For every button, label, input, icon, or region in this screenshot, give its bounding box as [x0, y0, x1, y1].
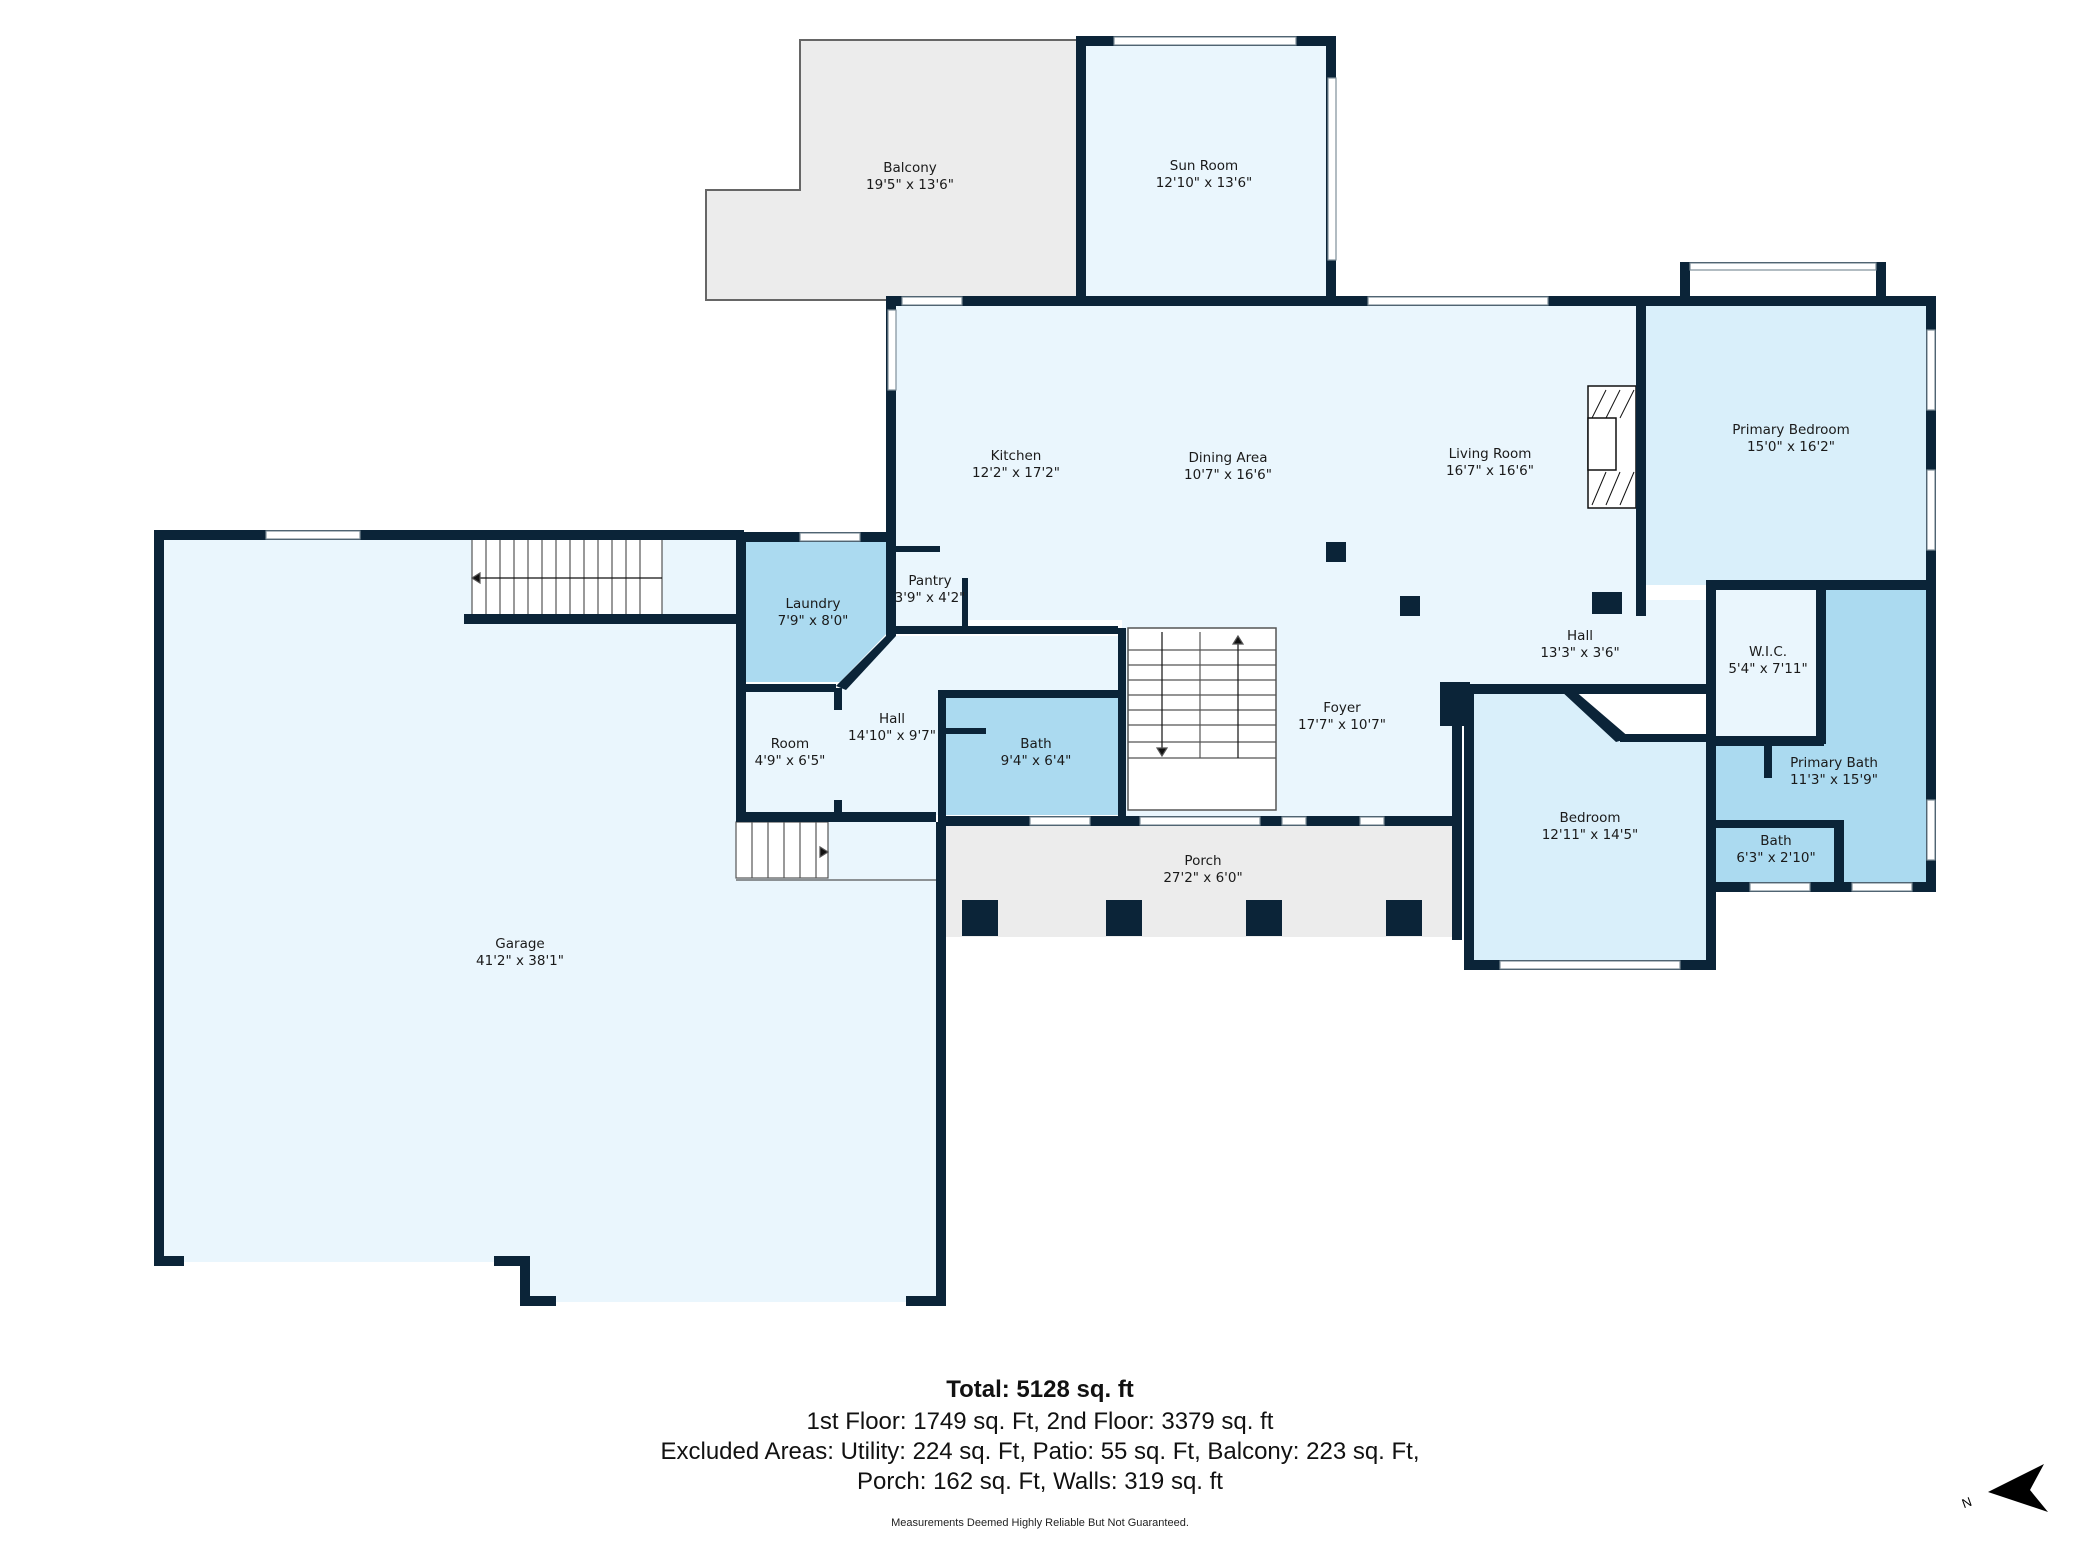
- stair-foyer: [1127, 627, 1277, 811]
- porch-side-stairs: [735, 821, 938, 881]
- room-bedroom: [1470, 690, 1712, 962]
- room-small-room: [742, 690, 837, 815]
- room-pantry: [892, 545, 967, 630]
- room-great-room: [892, 300, 1640, 620]
- room-porch: [944, 822, 1458, 937]
- room-bath-small: [1712, 824, 1840, 888]
- excluded-areas-line-2: Porch: 162 sq. Ft, Walls: 319 sq. ft: [857, 1468, 1223, 1495]
- room-sun-room: [1080, 40, 1330, 300]
- room-hall-left: [837, 636, 1122, 815]
- floor-areas: 1st Floor: 1749 sq. Ft, 2nd Floor: 3379 …: [806, 1408, 1274, 1435]
- walls: [154, 36, 1936, 1306]
- room-hall-right: [1462, 600, 1710, 690]
- garage-stairs: [470, 536, 663, 622]
- room-laundry: [742, 538, 890, 682]
- total-area: Total: 5128 sq. ft: [946, 1376, 1134, 1403]
- foyer-stairs: [1128, 632, 1276, 759]
- room-bath: [942, 692, 1122, 815]
- north-arrow-icon: [1988, 1464, 2048, 1512]
- room-primary-bedroom: [1640, 300, 1930, 585]
- fireplace: [1587, 385, 1637, 509]
- room-garage-lower: [528, 880, 940, 1302]
- disclaimer: Measurements Deemed Highly Reliable But …: [891, 1517, 1189, 1529]
- label-wic: W.I.C.5'4" x 7'11": [1728, 644, 1807, 677]
- room-wic: [1712, 585, 1820, 740]
- windows: [265, 36, 1936, 970]
- excluded-areas-line-1: Excluded Areas: Utility: 224 sq. Ft, Pat…: [660, 1438, 1420, 1465]
